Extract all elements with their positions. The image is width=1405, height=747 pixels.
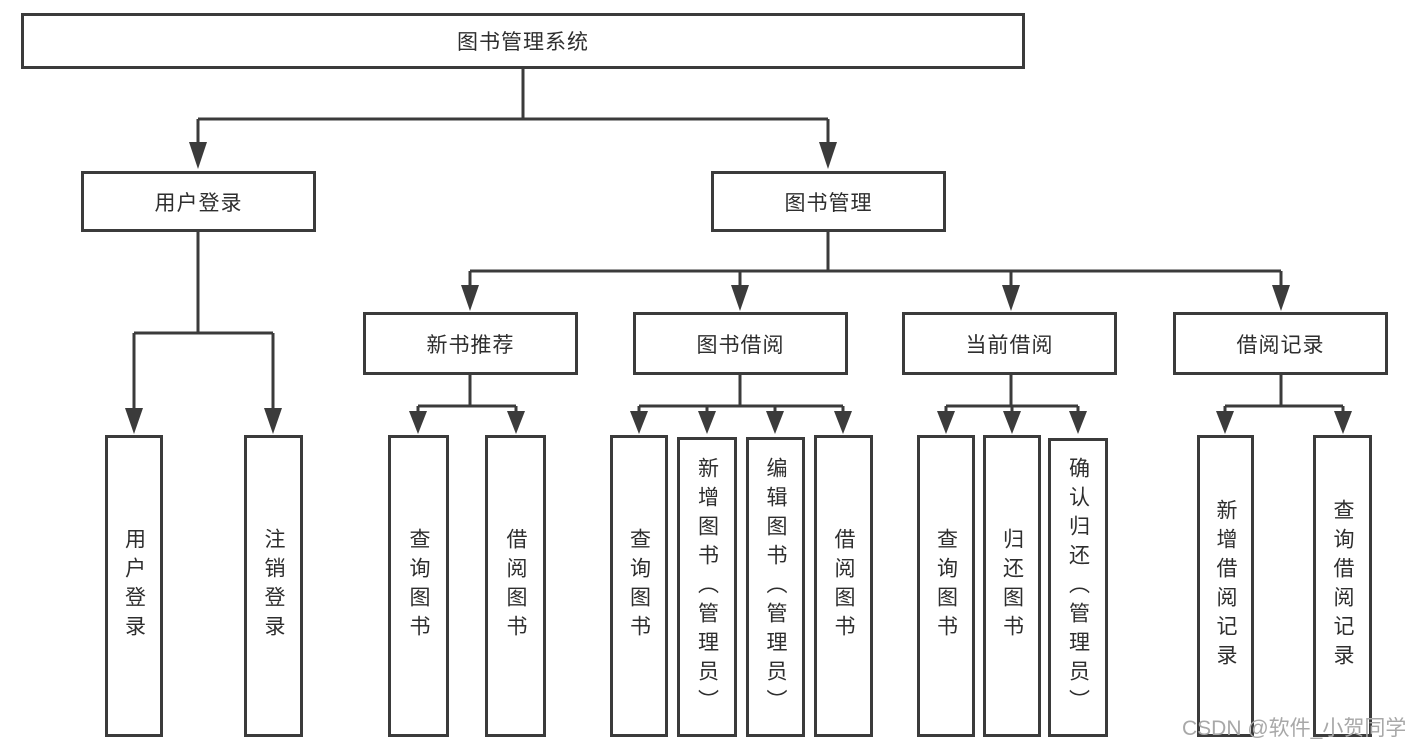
node-book-borrowing: 图书借阅 [633, 312, 848, 375]
leaf-borrow-books-recommend: 借阅图书 [485, 435, 546, 737]
node-borrowing-records: 借阅记录 [1173, 312, 1388, 375]
leaf-query-books-recommend: 查询图书 [388, 435, 449, 737]
node-current-borrowing: 当前借阅 [902, 312, 1117, 375]
leaf-add-books-admin: 新增图书（管理员） [677, 437, 737, 737]
node-book-management: 图书管理 [711, 171, 946, 232]
leaf-query-books-current: 查询图书 [917, 435, 975, 737]
node-library-management-system: 图书管理系统 [21, 13, 1025, 69]
leaf-borrow-books: 借阅图书 [814, 435, 873, 737]
node-new-book-recommendation: 新书推荐 [363, 312, 578, 375]
leaf-logout: 注销登录 [244, 435, 303, 737]
node-user-login: 用户登录 [81, 171, 316, 232]
leaf-edit-books-admin: 编辑图书（管理员） [746, 437, 805, 737]
leaf-confirm-return-admin: 确认归还（管理员） [1048, 438, 1108, 737]
leaf-query-borrow-record: 查询借阅记录 [1313, 435, 1372, 737]
arrowhead-icons [125, 142, 1352, 434]
leaf-return-books: 归还图书 [983, 435, 1041, 737]
leaf-query-books-borrow: 查询图书 [610, 435, 668, 737]
leaf-add-borrow-record: 新增借阅记录 [1197, 435, 1254, 737]
csdn-watermark: CSDN @软件_小贺同学 [1182, 717, 1405, 740]
leaf-user-login: 用户登录 [105, 435, 163, 737]
